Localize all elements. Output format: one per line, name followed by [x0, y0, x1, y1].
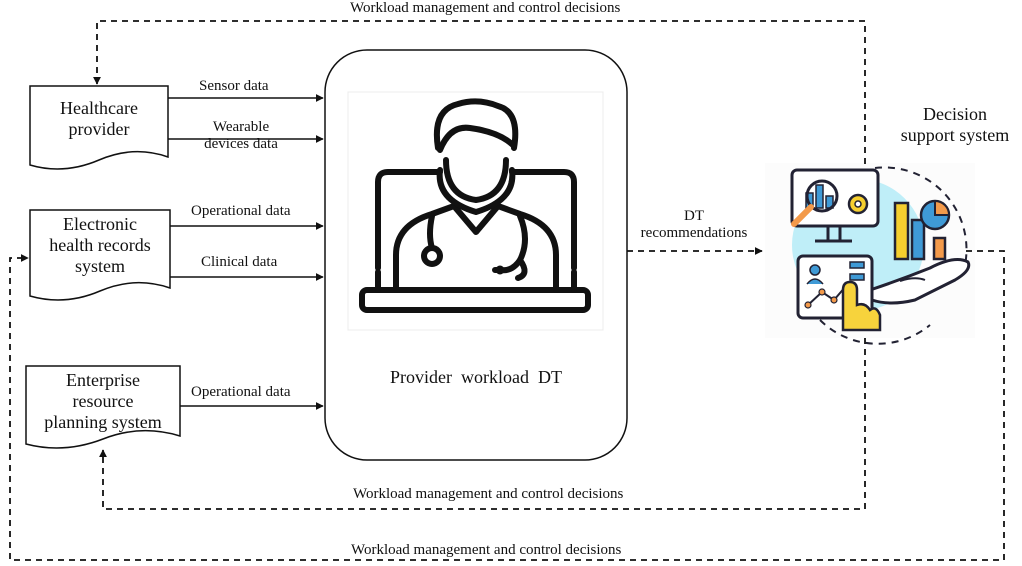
edge-label-sensor-data: Sensor data [199, 78, 269, 94]
feedback-loop-middle [99, 338, 866, 510]
healthcare-provider-node [29, 85, 169, 170]
dss-label-line1: Decision [923, 104, 987, 124]
edge-label-dt-line1: DT [684, 208, 704, 224]
feedback-label-top: Workload management and control decision… [350, 0, 621, 16]
ehr-label-line3: system [74, 256, 125, 276]
feedback-label-middle: Workload management and control decision… [353, 486, 624, 502]
doctor-laptop-icon [359, 98, 591, 313]
edge-label-clinical-data: Clinical data [201, 254, 278, 270]
edge-label-dt-recommendations: DT recommendations [630, 208, 758, 242]
edge-label-wearable-line2: devices data [204, 136, 278, 152]
erp-label-line2: resource [72, 391, 134, 411]
ehr-label-line1: Electronic [63, 214, 137, 234]
dt-label: Provider workload DT [390, 367, 562, 387]
feedback-loop-top [93, 20, 866, 164]
edge-label-wearable-line1: Wearable [212, 119, 270, 135]
erp-node [25, 365, 181, 449]
ehr-node [29, 209, 171, 301]
edge-label-operational-erp: Operational data [191, 384, 291, 400]
erp-label: Enterprise resource planning system [26, 370, 180, 433]
erp-label-line1: Enterprise [66, 370, 140, 390]
dss-label-line2: support system [900, 125, 1010, 145]
healthcare-provider-label-line2: provider [68, 119, 130, 139]
edge-label-wearable: Wearable devices data [196, 119, 286, 153]
edge-label-operational-ehr: Operational data [191, 203, 291, 219]
feedback-label-bottom: Workload management and control decision… [351, 542, 622, 558]
dss-label: Decision support system [890, 104, 1020, 146]
healthcare-provider-label: Healthcare provider [30, 98, 168, 140]
healthcare-provider-label-line1: Healthcare [60, 98, 138, 118]
erp-label-line3: planning system [44, 412, 162, 432]
edge-label-dt-line2: recommendations [640, 225, 748, 241]
analytics-dashboard-icon [765, 163, 975, 345]
ehr-label-line2: health records [49, 235, 151, 255]
ehr-label: Electronic health records system [30, 214, 170, 277]
